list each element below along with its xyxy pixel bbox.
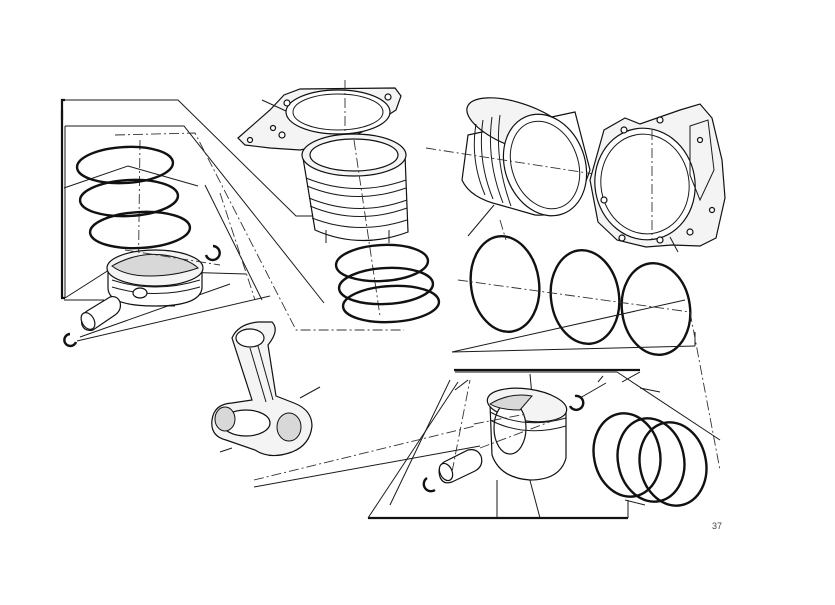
circlip-right	[422, 382, 607, 493]
piston-ring-set-right	[592, 412, 708, 507]
large-ring	[549, 249, 621, 345]
cylinder-liner-center	[301, 133, 409, 317]
right-group-leaders	[367, 279, 721, 520]
connecting-rod	[211, 321, 481, 488]
large-ring	[620, 262, 692, 356]
piston-ring	[638, 421, 708, 507]
large-ring-set-right	[469, 235, 692, 356]
piston-ring-set-center	[334, 243, 441, 324]
large-ring	[469, 235, 541, 333]
piston-right	[479, 387, 568, 481]
circlip-left-top	[204, 244, 221, 262]
head-gasket-top	[237, 80, 402, 155]
piston-ring	[337, 266, 435, 306]
piston-ring	[78, 178, 180, 218]
assembly-axis-lines	[451, 219, 527, 473]
piston-pin-right	[438, 449, 483, 484]
piston-pin-left	[63, 295, 122, 348]
cylinder-liner-right	[425, 97, 666, 237]
piston-left	[106, 249, 221, 307]
piston-ring	[592, 412, 662, 498]
piston-ring	[88, 210, 192, 250]
piston-ring-set-left	[75, 145, 192, 250]
piston-ring	[334, 243, 430, 283]
page-number: 37	[712, 521, 723, 531]
piston-ring	[75, 145, 175, 185]
head-gasket-right	[589, 103, 726, 253]
piston-ring	[341, 284, 441, 324]
